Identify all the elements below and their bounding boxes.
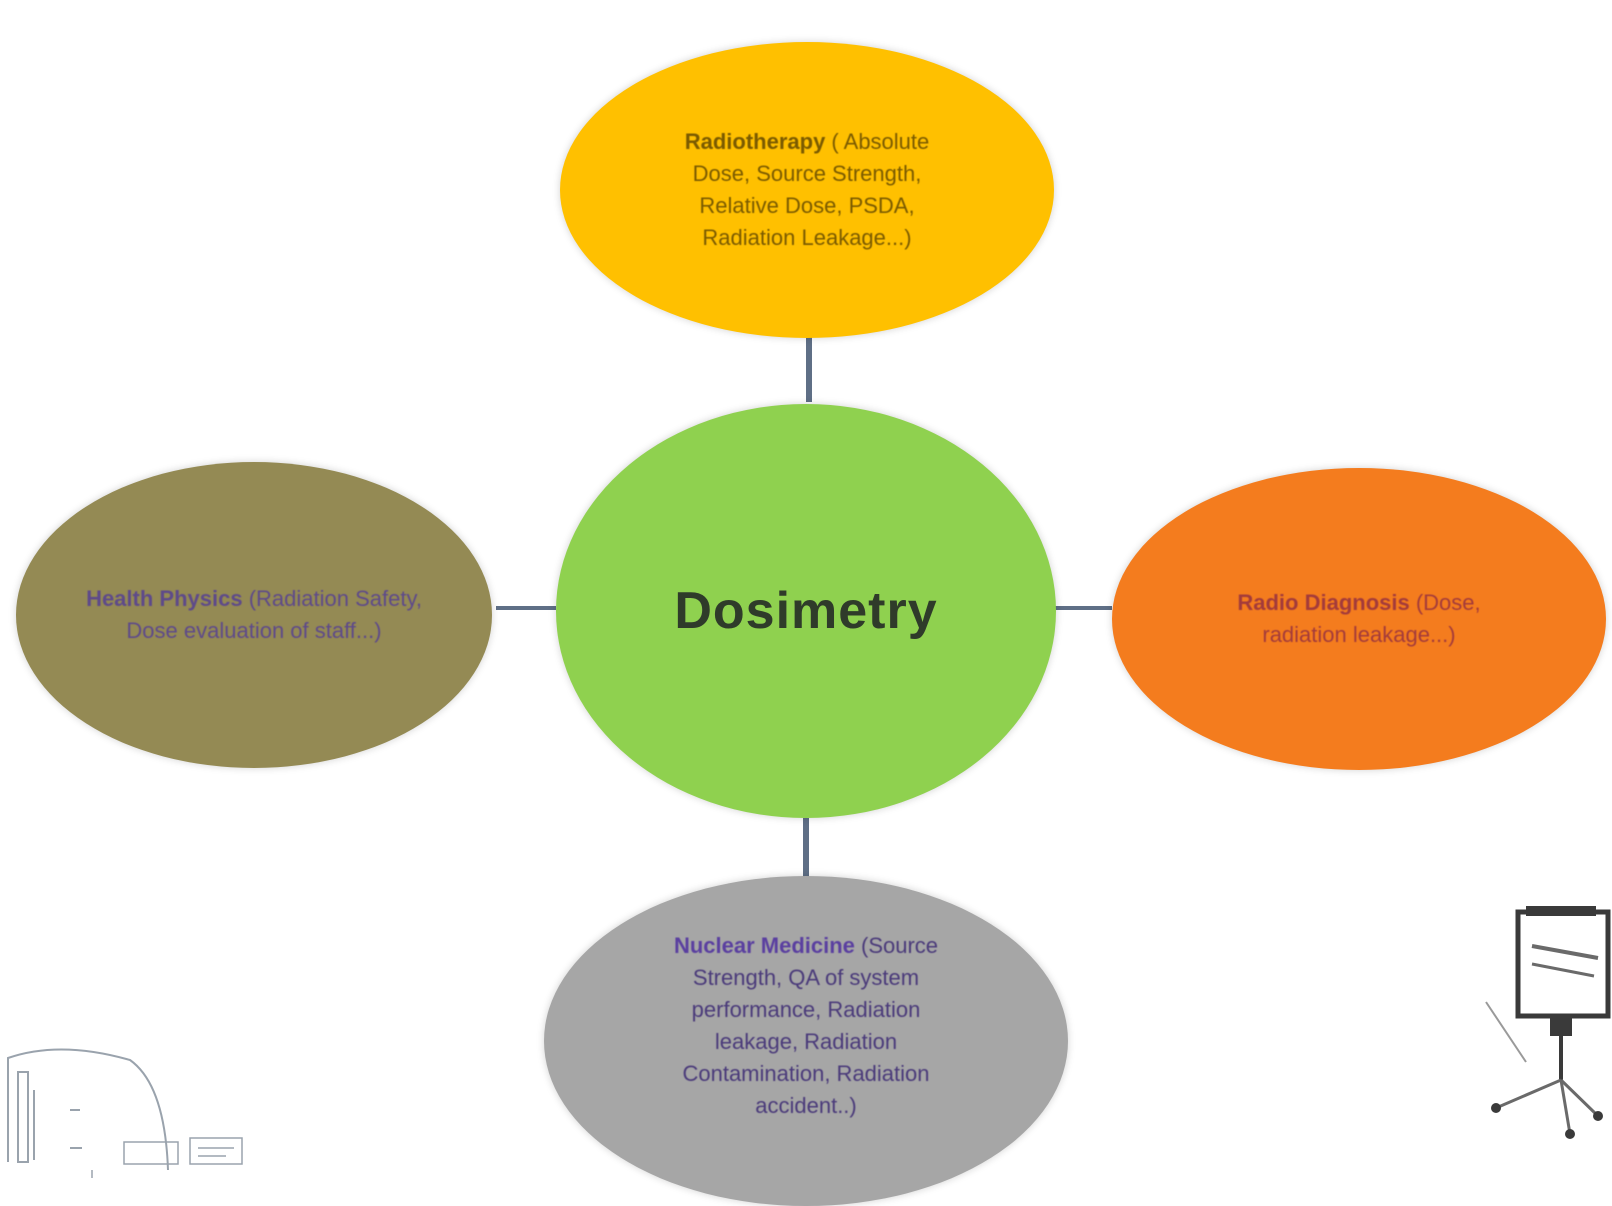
- radio-diagnosis-details: (Dose, radiation leakage...): [1262, 590, 1481, 647]
- health-physics-node: Health Physics (Radiation Safety, Dose e…: [16, 462, 492, 768]
- connector-bottom: [803, 818, 809, 878]
- dosimetry-label: Dosimetry: [674, 582, 938, 640]
- nuclear-medicine-text: Nuclear Medicine (Source Strength, QA of…: [654, 930, 958, 1122]
- health-physics-title: Health Physics: [86, 586, 243, 611]
- dosimetry-center-node: Dosimetry: [556, 404, 1056, 818]
- connector-top: [806, 336, 812, 402]
- radiotherapy-title: Radiotherapy: [684, 129, 826, 154]
- health-physics-details: (Radiation Safety, Dose evaluation of st…: [126, 586, 422, 643]
- nuclear-medicine-details: (Source Strength, QA of system performan…: [682, 933, 939, 1118]
- radiotherapy-node: Radiotherapy ( Absolute Dose, Source Str…: [560, 42, 1054, 338]
- bottom-right-equipment-icon: [1485, 906, 1611, 1139]
- radiotherapy-details: ( Absolute Dose, Source Strength, Relati…: [692, 129, 930, 250]
- radiotherapy-text: Radiotherapy ( Absolute Dose, Source Str…: [680, 126, 934, 254]
- radio-diagnosis-node: Radio Diagnosis (Dose, radiation leakage…: [1112, 468, 1606, 770]
- nuclear-medicine-node: Nuclear Medicine (Source Strength, QA of…: [544, 876, 1068, 1206]
- nuclear-medicine-title: Nuclear Medicine: [673, 933, 855, 958]
- connector-left: [496, 606, 556, 610]
- connector-right: [1052, 606, 1112, 610]
- bottom-left-sketch-icon: [7, 1048, 243, 1178]
- radio-diagnosis-text: Radio Diagnosis (Dose, radiation leakage…: [1212, 587, 1506, 651]
- radio-diagnosis-title: Radio Diagnosis: [1237, 590, 1410, 615]
- health-physics-text: Health Physics (Radiation Safety, Dose e…: [86, 583, 422, 647]
